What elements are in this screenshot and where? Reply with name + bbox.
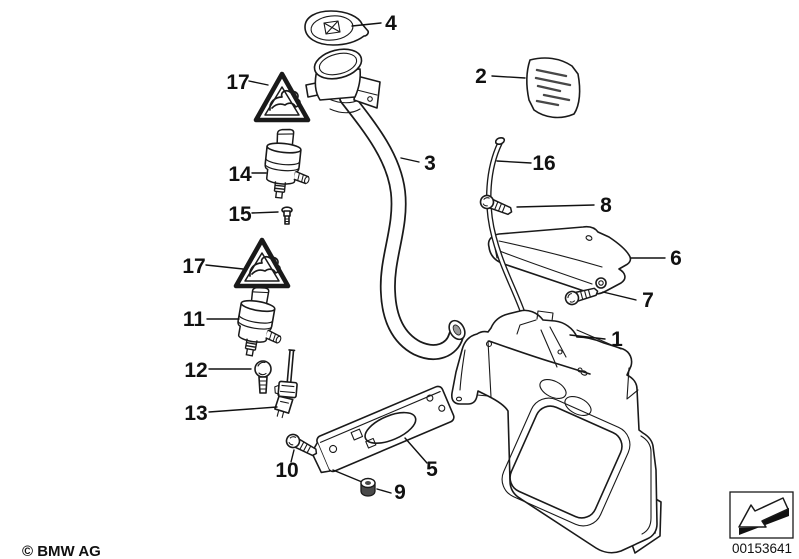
leader-4 <box>351 22 382 27</box>
filler-cap-drawing <box>304 10 370 46</box>
screw-plate-drawing <box>283 431 321 460</box>
callout-labels: 4 17 14 15 17 11 12 13 10 9 5 3 2 16 8 6… <box>182 12 682 504</box>
callout-17-upper[interactable]: 17 <box>226 71 249 94</box>
filler-neck-drawing <box>305 48 381 109</box>
callout-5[interactable]: 5 <box>426 458 438 481</box>
grommet-drawing <box>360 477 376 497</box>
filler-pipe-drawing <box>328 90 466 360</box>
leader-17-lower <box>205 264 244 270</box>
leader-2 <box>491 75 526 79</box>
callout-8[interactable]: 8 <box>600 194 612 217</box>
cover-grille-drawing <box>526 57 581 119</box>
callout-10[interactable]: 10 <box>275 459 298 482</box>
callout-15[interactable]: 15 <box>228 203 252 226</box>
warning-triangle-upper <box>256 74 308 120</box>
callout-1[interactable]: 1 <box>611 328 623 351</box>
leader-1 <box>569 334 606 340</box>
leader-10 <box>290 449 295 463</box>
plate-grommet-line <box>332 469 363 483</box>
diagram-number: 00153641 <box>732 541 792 556</box>
callout-16[interactable]: 16 <box>532 152 555 175</box>
leader-16 <box>496 160 532 164</box>
callout-3[interactable]: 3 <box>424 152 436 175</box>
washer-fluid-jet-icon <box>323 20 341 35</box>
callout-9[interactable]: 9 <box>394 481 406 504</box>
leader-9 <box>376 488 392 494</box>
leader-3 <box>400 157 420 163</box>
level-sensor-drawing <box>274 349 298 419</box>
callout-7[interactable]: 7 <box>642 289 654 312</box>
leader-5 <box>404 437 428 464</box>
callout-2[interactable]: 2 <box>475 65 487 88</box>
callout-14[interactable]: 14 <box>228 163 252 186</box>
screw-grommet-drawing <box>254 360 272 394</box>
mounting-plate-drawing <box>310 385 455 474</box>
callout-11[interactable]: 11 <box>183 308 206 331</box>
callout-12[interactable]: 12 <box>184 359 207 382</box>
copyright-text: © BMW AG <box>22 543 101 559</box>
callout-4[interactable]: 4 <box>385 12 397 35</box>
callout-13[interactable]: 13 <box>184 402 207 425</box>
leader-lines <box>205 22 666 494</box>
screw-pump-drawing <box>281 206 293 225</box>
leader-13 <box>208 406 278 413</box>
leader-15 <box>251 211 279 214</box>
callout-6[interactable]: 6 <box>670 247 682 270</box>
washer-pump-upper-drawing <box>261 126 316 202</box>
callout-17-lower[interactable]: 17 <box>182 255 205 278</box>
washer-pump-lower-drawing <box>231 283 291 362</box>
diagram-artwork <box>231 10 662 554</box>
screw-bracket-upper-drawing <box>477 192 515 219</box>
view-direction-arrow-icon <box>729 491 794 539</box>
reservoir-tank-drawing <box>451 309 658 554</box>
leader-17-upper <box>248 80 269 86</box>
warning-triangle-lower <box>236 240 288 286</box>
leader-8 <box>516 204 595 208</box>
leader-7 <box>602 291 637 301</box>
